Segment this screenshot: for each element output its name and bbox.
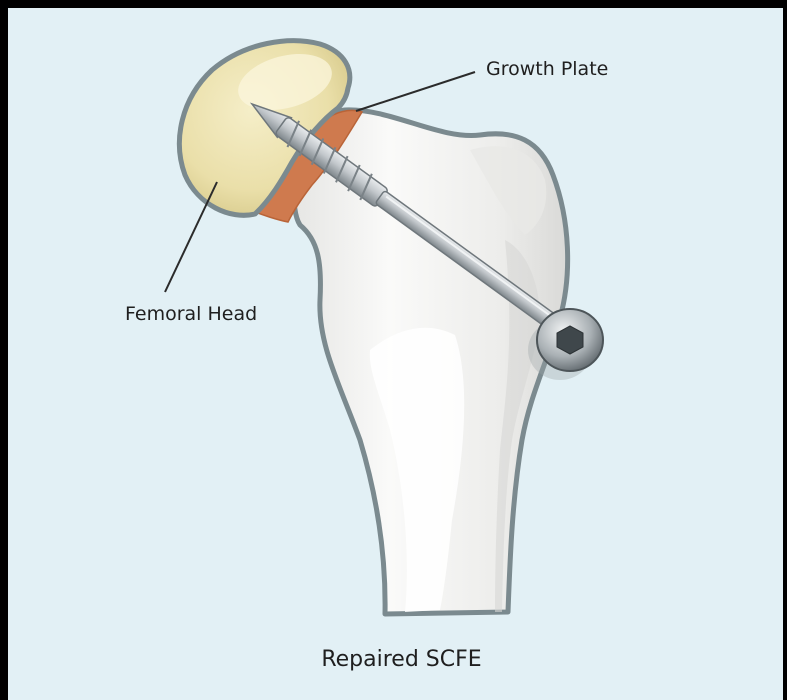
diagram-caption: Repaired SCFE [8,649,787,671]
growth-plate-label: Growth Plate [486,60,608,79]
growth-plate-leader-line [356,72,475,111]
femoral-head-leader-line [165,182,217,292]
femoral-head-label: Femoral Head [125,305,257,324]
